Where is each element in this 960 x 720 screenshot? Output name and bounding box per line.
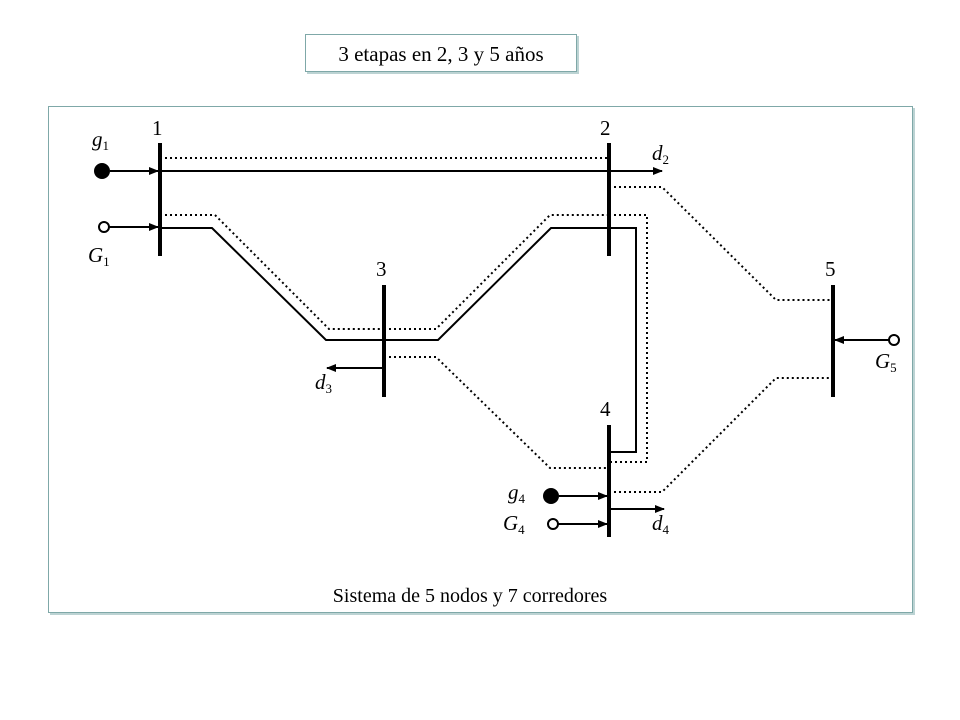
d2-label: d2	[652, 141, 669, 167]
d3-label: d3	[315, 370, 332, 396]
d4-label: d4	[652, 511, 670, 537]
existing-lines	[160, 227, 637, 453]
injections	[94, 163, 900, 530]
corridor-2-3-dotted	[384, 214, 609, 330]
line-1-3-existing	[160, 227, 384, 341]
candidate-corridors	[160, 157, 833, 493]
G4-label: G4	[503, 511, 525, 537]
G1-label: G1	[88, 243, 110, 269]
node-labels: 1 2 3 4 5	[152, 116, 836, 421]
corridor-2-5-dotted	[609, 186, 833, 301]
bus-bars	[158, 143, 835, 537]
corridor-1-3-dotted	[160, 214, 384, 330]
G1-open-circle-icon	[98, 221, 110, 233]
line-2-3-existing	[384, 227, 609, 341]
g1-filled-circle-icon	[94, 163, 110, 179]
variable-labels: g1 G1 d2 d3 g4 G4 d4 G5	[88, 127, 897, 537]
line-2-4-existing	[609, 227, 637, 453]
node-5-label: 5	[825, 257, 836, 281]
title-text: 3 etapas en 2, 3 y 5 años	[338, 42, 544, 66]
node-1-label: 1	[152, 116, 163, 140]
G4-open-circle-icon	[547, 518, 559, 530]
g4-label: g4	[508, 480, 526, 506]
G5-label: G5	[875, 349, 897, 375]
G5-open-circle-icon	[888, 334, 900, 346]
g4-filled-circle-icon	[543, 488, 559, 504]
corridor-3-4-dotted	[384, 356, 609, 469]
corridor-2-4-dotted	[609, 214, 648, 463]
diagram-panel	[48, 106, 913, 613]
corridor-4-5-dotted	[609, 377, 833, 493]
title-box: 3 etapas en 2, 3 y 5 años	[305, 34, 577, 72]
node-3-label: 3	[376, 257, 387, 281]
node-2-label: 2	[600, 116, 611, 140]
node-4-label: 4	[600, 397, 611, 421]
diagram-caption: Sistema de 5 nodos y 7 corredores	[333, 585, 608, 607]
g1-label: g1	[92, 127, 109, 153]
